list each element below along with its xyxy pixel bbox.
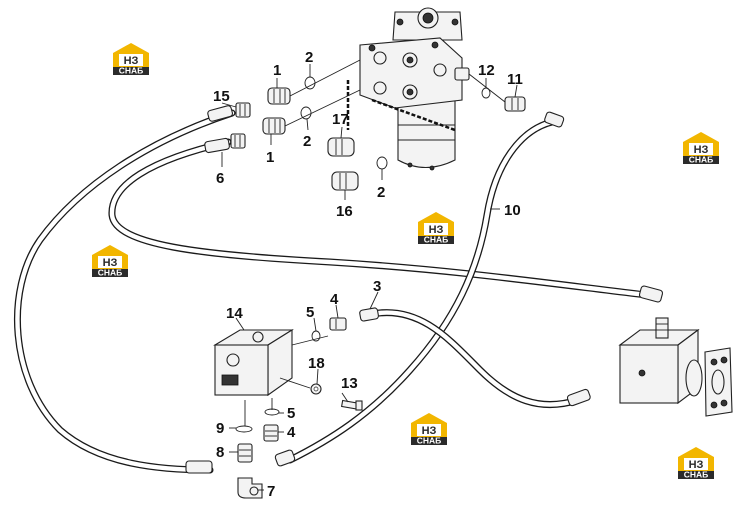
callout-11: 11 [507, 71, 523, 88]
svg-text:СНАБ: СНАБ [119, 66, 144, 76]
adapter-4-lower [263, 424, 279, 442]
callout-6: 6 [216, 170, 224, 187]
callout-3: 3 [373, 278, 381, 295]
svg-text:НЗ: НЗ [689, 459, 704, 471]
callout-4: 4 [287, 424, 296, 441]
callout-5: 5 [306, 304, 314, 321]
bolt-13 [340, 399, 363, 411]
svg-text:НЗ: НЗ [694, 144, 709, 156]
callout-2: 2 [377, 184, 385, 201]
right-valve [618, 317, 733, 417]
leader-lines [221, 64, 518, 491]
plug-17 [327, 137, 355, 157]
adapter-1-lower [262, 117, 286, 135]
callout-12: 12 [478, 62, 495, 79]
hose-15 [14, 109, 236, 474]
callout-9: 9 [216, 420, 224, 437]
callout-2: 2 [303, 133, 311, 150]
hoses [14, 105, 664, 474]
svg-text:СНАБ: СНАБ [424, 235, 449, 245]
callout-7: 7 [267, 483, 275, 500]
svg-text:НЗ: НЗ [124, 55, 139, 67]
fitting-mid-left [230, 133, 246, 149]
callout-18: 18 [308, 355, 325, 372]
hose-3 [368, 309, 582, 409]
adapter-4-upper [329, 317, 347, 331]
svg-text:СНАБ: СНАБ [417, 436, 442, 446]
svg-text:СНАБ: СНАБ [684, 470, 709, 480]
elbow-7 [237, 477, 263, 499]
watermark-logo-1: НЗ СНАБ [113, 43, 149, 76]
upper-fittings [230, 59, 526, 191]
watermark-logo-4: НЗ СНАБ [92, 245, 128, 278]
callout-1: 1 [266, 149, 274, 166]
hose-6 [108, 138, 659, 300]
watermark-logo-2: НЗ СНАБ [683, 132, 719, 165]
callout-10: 10 [504, 202, 521, 219]
callout-13: 13 [341, 375, 358, 392]
hose-10 [286, 118, 556, 464]
valve-block-14 [213, 329, 329, 397]
callout-14: 14 [226, 305, 243, 322]
watermark-logo-6: НЗ СНАБ [678, 447, 714, 480]
svg-text:НЗ: НЗ [422, 425, 437, 437]
callout-4: 4 [330, 291, 339, 308]
callout-labels: 15 1 2 1 2 17 6 16 2 12 11 10 3 4 5 14 1… [213, 49, 523, 500]
plug-16 [331, 171, 359, 191]
svg-text:СНАБ: СНАБ [98, 268, 123, 278]
watermark-logo-3: НЗ СНАБ [418, 212, 454, 245]
svg-text:НЗ: НЗ [429, 224, 444, 236]
callout-15: 15 [213, 88, 230, 105]
callout-16: 16 [336, 203, 353, 220]
lower-fittings [235, 317, 363, 499]
watermark-logo-5: НЗ СНАБ [411, 413, 447, 446]
callout-17: 17 [332, 111, 349, 128]
callout-8: 8 [216, 444, 224, 461]
adapter-8 [237, 443, 253, 463]
callout-2: 2 [305, 49, 313, 66]
callout-1: 1 [273, 62, 281, 79]
fitting-11 [504, 96, 526, 112]
fitting-upper-left [235, 102, 251, 118]
svg-text:СНАБ: СНАБ [689, 155, 714, 165]
steering-unit [346, 7, 470, 171]
svg-text:НЗ: НЗ [103, 257, 118, 269]
callout-5: 5 [287, 405, 295, 422]
adapter-1-upper [267, 87, 291, 105]
